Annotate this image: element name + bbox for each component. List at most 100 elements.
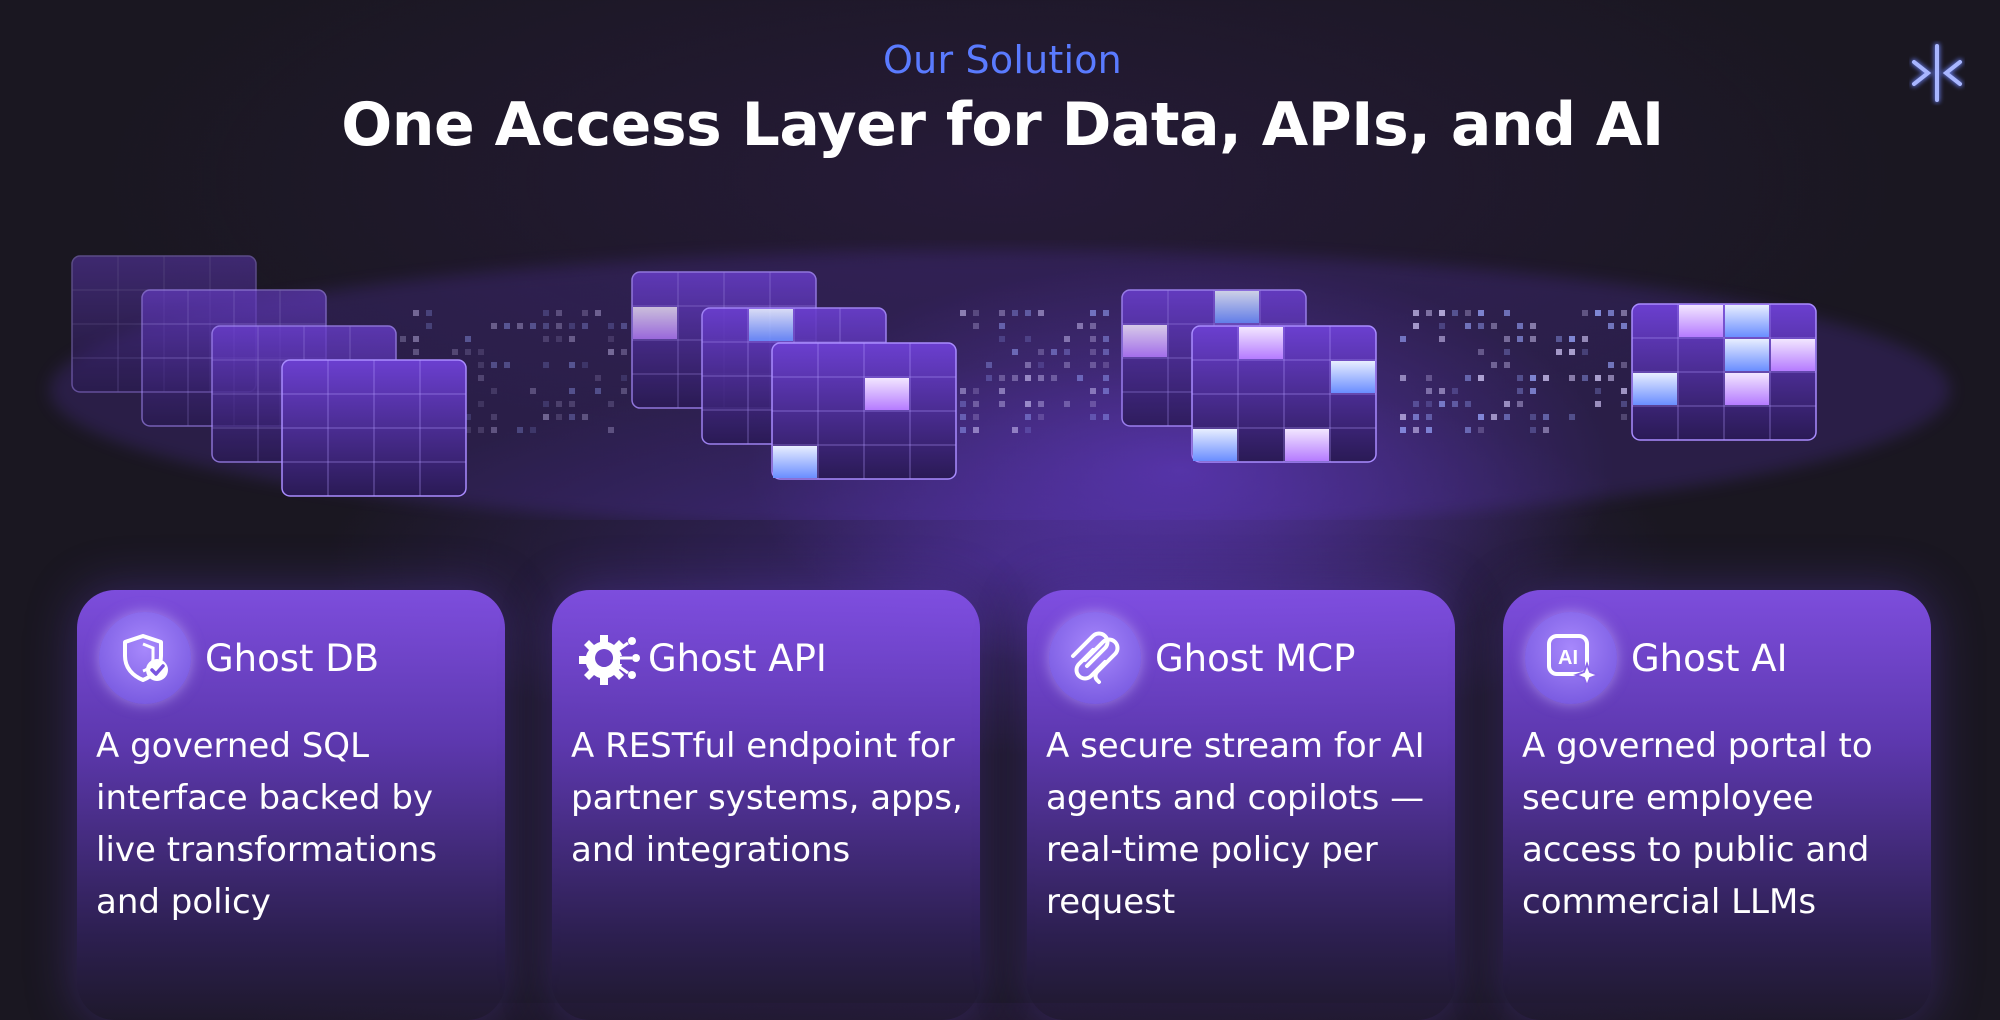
particle-dot xyxy=(582,323,588,329)
particle-dot xyxy=(1595,375,1601,381)
particle-dot xyxy=(1504,362,1510,368)
ai-sparkle-icon: AI xyxy=(1525,612,1617,704)
particle-dot xyxy=(517,427,523,433)
particle-dot xyxy=(1103,349,1109,355)
particle-dot xyxy=(582,414,588,420)
particle-dot xyxy=(504,323,510,329)
particle-dot xyxy=(556,336,562,342)
particle-dot xyxy=(1090,323,1096,329)
particle-dot xyxy=(621,375,627,381)
card-ghost-api[interactable]: Ghost API A RESTful endpoint for partner… xyxy=(552,590,980,1020)
particle-dot xyxy=(1517,323,1523,329)
particle-dot xyxy=(569,401,575,407)
particle-dot xyxy=(621,349,627,355)
particle-dot xyxy=(1426,310,1432,316)
particle-dot xyxy=(1012,310,1018,316)
particle-dot xyxy=(491,388,497,394)
particle-dot xyxy=(1530,388,1536,394)
particle-dot xyxy=(465,414,471,420)
particle-dot xyxy=(491,323,497,329)
particle-dot xyxy=(1621,414,1627,420)
particle-dot xyxy=(1413,323,1419,329)
gear-network-icon xyxy=(574,612,644,704)
particle-dot xyxy=(1569,336,1575,342)
particle-dot xyxy=(1465,375,1471,381)
grid-tile xyxy=(771,342,957,480)
particle-dot xyxy=(1426,388,1432,394)
particle-dot xyxy=(530,427,536,433)
particle-dot xyxy=(1064,401,1070,407)
particle-dot xyxy=(1478,310,1484,316)
particle-dot xyxy=(413,349,419,355)
particle-dot xyxy=(478,427,484,433)
particle-dot xyxy=(1025,401,1031,407)
particle-dot xyxy=(999,388,1005,394)
particle-dot xyxy=(1025,310,1031,316)
particle-dot xyxy=(1400,336,1406,342)
particle-dot xyxy=(1038,401,1044,407)
particle-dot xyxy=(1569,375,1575,381)
particle-dot xyxy=(999,401,1005,407)
card-description: A governed portal to secure employee acc… xyxy=(1522,726,1873,922)
particle-dot xyxy=(1439,310,1445,316)
particle-dot xyxy=(1491,362,1497,368)
particle-dot xyxy=(1608,362,1614,368)
particle-dot xyxy=(1530,375,1536,381)
particle-dot xyxy=(543,362,549,368)
particle-dot xyxy=(608,401,614,407)
card-description: A secure stream for AI agents and copilo… xyxy=(1046,726,1425,922)
particle-dot xyxy=(999,375,1005,381)
particle-dot xyxy=(1064,349,1070,355)
particle-dot xyxy=(465,349,471,355)
particle-dot xyxy=(569,388,575,394)
particle-dot xyxy=(973,414,979,420)
particle-dot xyxy=(478,375,484,381)
particle-dot xyxy=(595,388,601,394)
particle-dot xyxy=(582,362,588,368)
particle-dot xyxy=(1400,427,1406,433)
particle-dot xyxy=(1478,375,1484,381)
card-ghost-db[interactable]: Ghost DB A governed SQL interface backed… xyxy=(77,590,505,1020)
particle-dot xyxy=(556,401,562,407)
card-ghost-ai[interactable]: AI Ghost AI A governed portal to secure … xyxy=(1503,590,1931,1020)
particle-dot xyxy=(1465,310,1471,316)
particle-dot xyxy=(1439,388,1445,394)
particle-dot xyxy=(1621,362,1627,368)
card-title: Ghost AI xyxy=(1631,636,1788,680)
particle-dot xyxy=(1090,414,1096,420)
particle-dot xyxy=(1064,362,1070,368)
data-flow-illustration xyxy=(50,250,1950,520)
particle-dot xyxy=(960,310,966,316)
particle-dot xyxy=(1478,427,1484,433)
particle-dot xyxy=(1413,414,1419,420)
particle-dot xyxy=(1504,414,1510,420)
particle-dot xyxy=(1569,414,1575,420)
particle-dot xyxy=(1413,401,1419,407)
particle-dot xyxy=(1491,323,1497,329)
particle-dot xyxy=(491,362,497,368)
particle-dot xyxy=(960,414,966,420)
particle-dot xyxy=(530,323,536,329)
particle-dot xyxy=(1090,362,1096,368)
particle-dot xyxy=(1504,349,1510,355)
particle-dot xyxy=(1038,349,1044,355)
particle-dot xyxy=(608,336,614,342)
particle-dot xyxy=(1621,388,1627,394)
particle-dot xyxy=(621,323,627,329)
particle-dot xyxy=(1413,310,1419,316)
particle-dot xyxy=(973,401,979,407)
particle-dot xyxy=(1608,375,1614,381)
particle-dot xyxy=(1452,388,1458,394)
particle-dot xyxy=(530,388,536,394)
particle-dot xyxy=(1582,336,1588,342)
particle-dot xyxy=(1530,323,1536,329)
particle-dot xyxy=(1103,336,1109,342)
particle-dot xyxy=(986,362,992,368)
particle-dot xyxy=(569,336,575,342)
particle-dot xyxy=(1543,427,1549,433)
card-ghost-mcp[interactable]: Ghost MCP A secure stream for AI agents … xyxy=(1027,590,1455,1020)
particle-dot xyxy=(1595,310,1601,316)
particle-dot xyxy=(1621,310,1627,316)
particle-dot xyxy=(1582,310,1588,316)
particle-dot xyxy=(1038,414,1044,420)
